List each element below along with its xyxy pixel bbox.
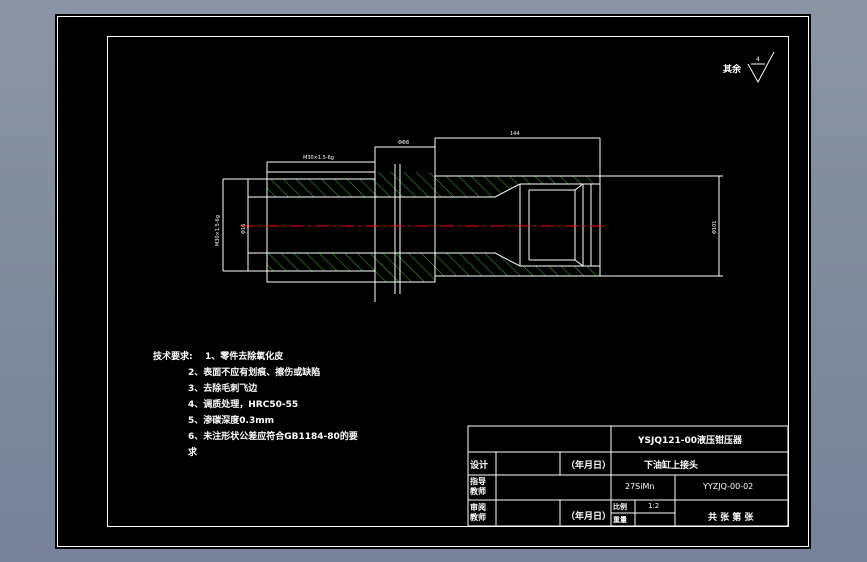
inner-frame bbox=[107, 36, 789, 527]
dim-left-inner: Φ16 bbox=[241, 224, 247, 234]
dim-left-outer: M30×1.5-6g bbox=[215, 215, 221, 246]
hatch-top-left bbox=[267, 179, 375, 197]
scale-value: 1:2 bbox=[648, 502, 660, 510]
reviewer-label: 审阅 教师 bbox=[470, 503, 486, 522]
weight-label: 重量 bbox=[613, 516, 627, 524]
hatch-top-right bbox=[375, 172, 600, 197]
roughness-symbol: 4 其余 bbox=[723, 51, 775, 84]
part-name: 下油缸上接头 bbox=[644, 461, 699, 471]
drawing-canvas: 4 其余 M30×1.5- bbox=[55, 14, 811, 549]
scale-label: 比例 bbox=[613, 503, 627, 511]
sheet-count: 共 张 第 张 bbox=[708, 513, 754, 523]
dim-top-left: M30×1.5-6g bbox=[303, 155, 334, 161]
assembly-title: YSJQ121-00液压钳压器 bbox=[638, 436, 743, 446]
title-block bbox=[467, 425, 789, 527]
svg-text:4: 4 bbox=[756, 56, 760, 63]
material: 27SiMn bbox=[625, 482, 655, 491]
hatch-bottom-right bbox=[375, 253, 600, 282]
drawing-code: YYZJQ-00-02 bbox=[703, 482, 754, 491]
dim-right-dia: Φ101 bbox=[712, 221, 718, 234]
part-drawing bbox=[240, 146, 605, 302]
note-2: 2、表面不应有划痕、擦伤或缺陷 bbox=[188, 368, 321, 378]
hatch-bottom-left bbox=[267, 253, 375, 271]
checker-label: 指导 教师 bbox=[470, 477, 486, 496]
note-5: 5、渗碳深度0.3mm bbox=[188, 416, 274, 426]
date-1: （年月日） bbox=[566, 461, 612, 471]
outer-frame bbox=[57, 16, 809, 547]
designer-label: 设计 bbox=[470, 461, 489, 471]
note-4: 4、调质处理，HRC50-55 bbox=[188, 400, 299, 410]
date-2: （年月日） bbox=[566, 512, 612, 522]
dimensions: M30×1.5-6g ΦΦ8 144 M30×1.5-6g Φ16 Φ101 bbox=[215, 131, 723, 277]
dim-top-right: 144 bbox=[510, 131, 520, 137]
note-1: 1、零件去除氧化皮 bbox=[205, 352, 284, 362]
drawing-svg: 4 其余 M30×1.5- bbox=[57, 16, 809, 547]
dim-top-mid: ΦΦ8 bbox=[398, 140, 409, 146]
note-7: 求 bbox=[188, 448, 198, 458]
note-3: 3、去除毛刺飞边 bbox=[188, 384, 258, 394]
note-6: 6、未注形状公差应符合GB1184-80的要 bbox=[188, 432, 358, 442]
svg-text:其余: 其余 bbox=[723, 63, 742, 75]
notes-title: 技术要求: bbox=[153, 352, 193, 362]
